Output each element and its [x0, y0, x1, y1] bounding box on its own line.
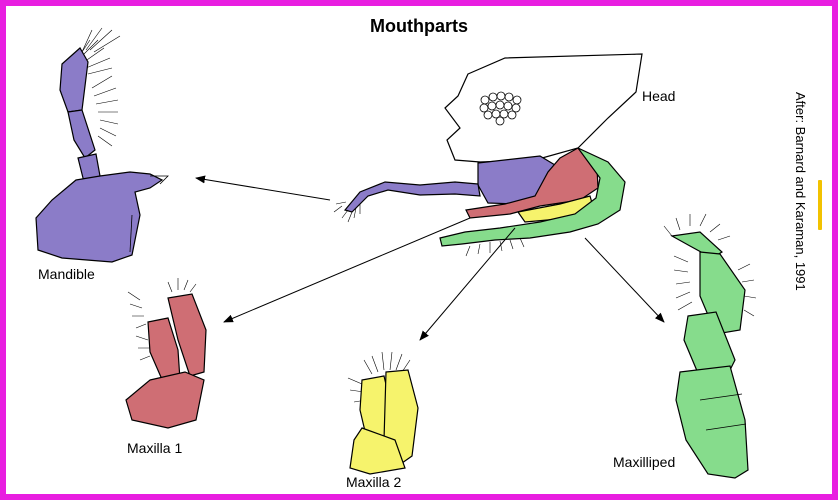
- maxilliped-figure: [664, 214, 756, 478]
- head-label: Head: [642, 88, 675, 104]
- maxilla-2-label: Maxilla 2: [346, 474, 401, 490]
- mandible-label: Mandible: [38, 266, 95, 282]
- maxilliped-label: Maxilliped: [613, 454, 675, 470]
- mandible-palp: [345, 182, 480, 212]
- mandible-figure: [36, 28, 168, 262]
- diagram-title: Mouthparts: [0, 16, 838, 37]
- maxilla-2-figure: [348, 352, 418, 474]
- arrow-to-mandible: [196, 178, 330, 200]
- arrow-to-maxilliped: [585, 238, 664, 322]
- maxilla-1-base: [126, 372, 204, 428]
- arrow-to-maxilla-1: [224, 218, 470, 322]
- mandible-palp-segment-2: [68, 110, 95, 158]
- head-capsule: [445, 54, 642, 162]
- arrow-to-maxilla-2: [420, 228, 515, 340]
- mandible-body: [36, 172, 162, 262]
- maxilla-1-label: Maxilla 1: [127, 440, 182, 456]
- attribution-credit: After: Barnard and Karaman, 1991: [793, 92, 808, 291]
- accent-bar: [818, 180, 822, 230]
- mandible-palp-segment-3: [60, 48, 88, 112]
- head-figure: [334, 54, 642, 256]
- maxilla-1-figure: [126, 278, 206, 428]
- maxilliped-base: [676, 366, 748, 478]
